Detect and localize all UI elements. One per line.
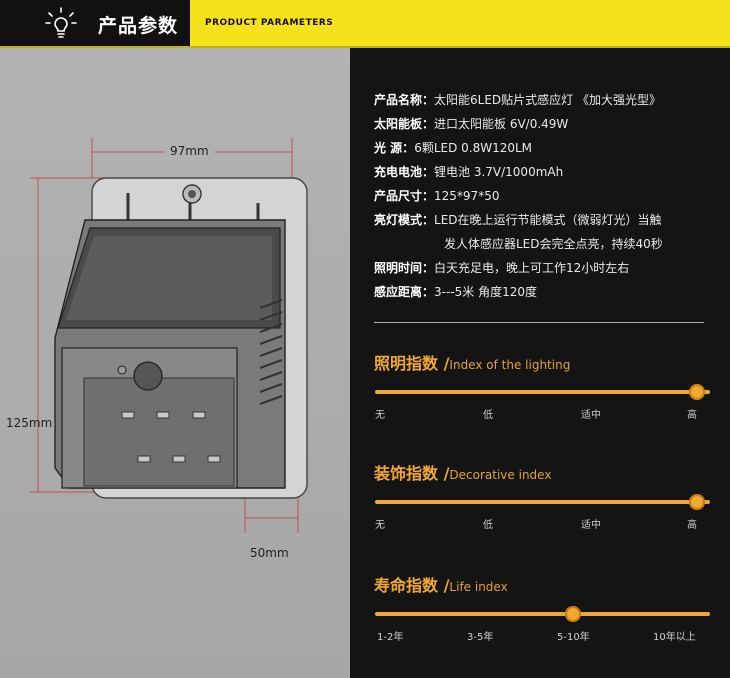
index-tick-label: 5-10年 [557, 632, 590, 643]
index-tick-label: 低 [483, 410, 493, 421]
depth-dimension-label: 50mm [250, 546, 289, 560]
spec-value: 3---5米 角度120度 [434, 285, 537, 299]
index-tick-label: 10年以上 [653, 632, 696, 643]
spec-key: 产品尺寸： [374, 189, 435, 203]
index-tick-label: 高 [687, 410, 697, 421]
spec-key: 太阳能板： [374, 117, 435, 131]
index-slider-track[interactable] [375, 500, 710, 504]
index-title: 照明指数 /Index of the lighting [374, 350, 570, 374]
index-slider-knob[interactable] [688, 494, 705, 510]
index-tick-label: 适中 [581, 410, 601, 421]
spec-key: 产品名称： [374, 93, 435, 107]
index-slider-track[interactable] [375, 390, 710, 394]
index-tick-label: 无 [375, 520, 385, 531]
index-tick-label: 低 [483, 520, 493, 531]
index-title: 装饰指数 /Decorative index [374, 460, 551, 484]
specs-panel [350, 48, 730, 678]
index-tick-label: 3-5年 [467, 632, 494, 643]
spec-row: 太阳能板：进口太阳能板 6V/0.49W [374, 116, 719, 132]
lightbulb-icon [44, 6, 78, 40]
index-tick-label: 无 [375, 410, 385, 421]
index-tick-label: 适中 [581, 520, 601, 531]
spec-value: LED在晚上运行节能模式（微弱灯光）当触 [434, 213, 662, 227]
index-tick-label: 1-2年 [377, 632, 404, 643]
width-dimension-label: 97mm [170, 144, 209, 158]
index-slider-knob[interactable] [688, 384, 705, 400]
product-diagram-panel: 97mm 125mm 50mm [0, 48, 350, 678]
index-title-en: Index of the lighting [449, 358, 571, 372]
device-illustration [0, 48, 350, 678]
spec-value: 125*97*50 [434, 189, 500, 203]
spec-row: 照明时间：白天充足电，晚上可工作12小时左右 [374, 260, 719, 276]
height-dimension-label: 125mm [6, 416, 53, 430]
index-slider-track[interactable] [375, 612, 710, 616]
spec-value: 锂电池 3.7V/1000mAh [434, 165, 564, 179]
spec-value: 进口太阳能板 6V/0.49W [434, 117, 569, 131]
spec-row: 发人体感应器LED会完全点亮，持续40秒 [374, 236, 719, 252]
index-title-en: Life index [449, 580, 508, 594]
index-title: 寿命指数 /Life index [374, 572, 508, 596]
spec-key: 充电电池： [374, 165, 435, 179]
index-slider-knob[interactable] [564, 606, 581, 622]
spec-row: 产品名称：太阳能6LED贴片式感应灯 《加大强光型》 [374, 92, 719, 108]
spec-value: 太阳能6LED贴片式感应灯 《加大强光型》 [434, 93, 661, 107]
spec-key: 光 源： [374, 141, 415, 155]
spec-row: 产品尺寸：125*97*50 [374, 188, 719, 204]
page-subtitle: PRODUCT PARAMETERS [205, 18, 334, 28]
header-title-block: 产品参数 [0, 0, 190, 46]
spec-key: 照明时间： [374, 261, 435, 275]
index-tick-label: 高 [687, 520, 697, 531]
spec-key: 亮灯模式： [374, 213, 435, 227]
spec-key: 感应距离： [374, 285, 435, 299]
page-title: 产品参数 [98, 15, 179, 37]
index-title-zh: 装饰指数 / [374, 464, 450, 483]
index-title-en: Decorative index [449, 468, 552, 482]
spec-row: 充电电池：锂电池 3.7V/1000mAh [374, 164, 719, 180]
spec-row: 光 源：6颗LED 0.8W120LM [374, 140, 719, 156]
index-title-zh: 寿命指数 / [374, 576, 450, 595]
spec-row: 感应距离：3---5米 角度120度 [374, 284, 719, 300]
spec-value: 发人体感应器LED会完全点亮，持续40秒 [444, 237, 663, 251]
spec-row: 亮灯模式：LED在晚上运行节能模式（微弱灯光）当触 [374, 212, 719, 228]
divider [374, 322, 704, 323]
header-bar: 产品参数 PRODUCT PARAMETERS [0, 0, 730, 48]
spec-value: 6颗LED 0.8W120LM [414, 141, 533, 155]
index-title-zh: 照明指数 / [374, 354, 450, 373]
spec-value: 白天充足电，晚上可工作12小时左右 [434, 261, 630, 275]
